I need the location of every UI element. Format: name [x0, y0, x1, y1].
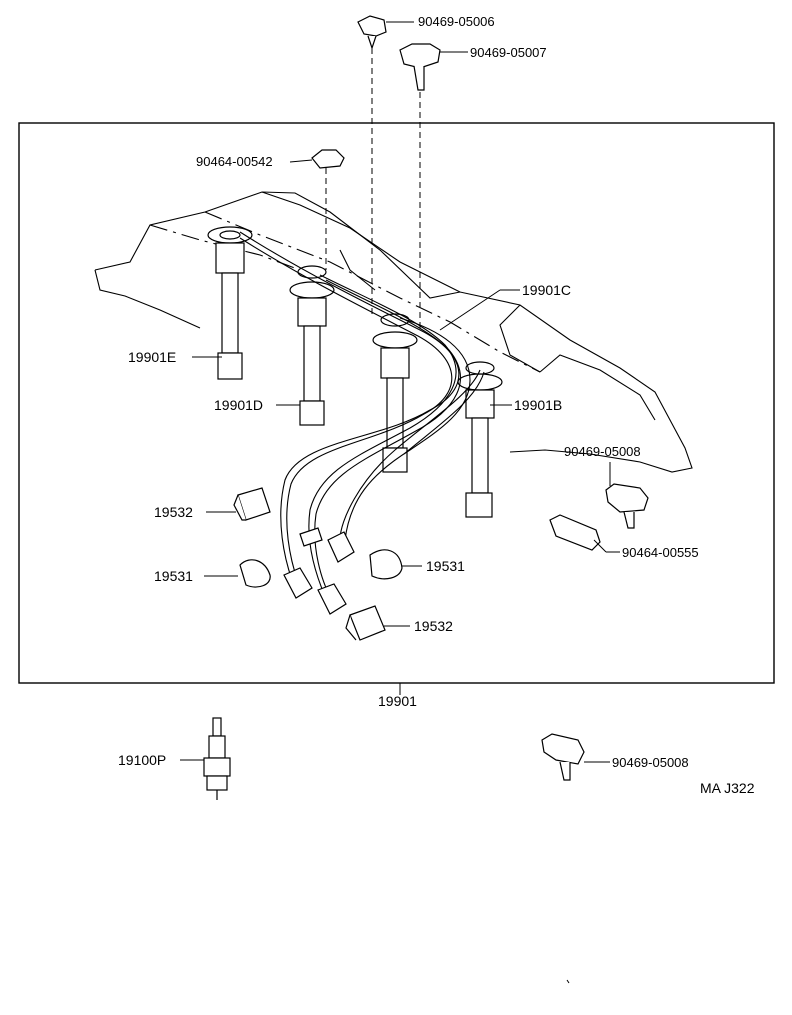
boot-19531-left: [239, 559, 271, 588]
spark-plug: [203, 717, 231, 800]
cord-c-tube: [372, 313, 418, 473]
callout-boot-lower-left: 19531: [154, 568, 193, 584]
callout-clamp-right-1: 90469-05008: [564, 444, 641, 459]
clamp-inner: [311, 149, 345, 169]
assembly-frame: [18, 122, 775, 684]
callout-boot-upper-left: 19532: [154, 504, 193, 520]
scan-speck: [566, 979, 570, 984]
clamp-right-2: [549, 514, 601, 551]
callout-boot-right: 19531: [426, 558, 465, 574]
cord-b-tube: [457, 361, 503, 518]
callout-boot-lower-right: 19532: [414, 618, 453, 634]
callout-clamp-bottom: 90469-05008: [612, 755, 689, 770]
clamp-right-1: [605, 483, 649, 529]
clamp-top-2: [399, 43, 441, 91]
cord-d-tube: [289, 265, 335, 426]
callout-leaders: [180, 21, 620, 763]
cord-bundle: [239, 231, 485, 599]
callout-clamp-top-1: 90469-05006: [418, 14, 495, 29]
reference-code: MA J322: [700, 780, 755, 796]
callout-cord-c: 19901C: [522, 282, 571, 298]
cord-e-tube: [207, 226, 253, 380]
cord-plug-boots: [283, 527, 355, 615]
boot-19532-lower: [345, 605, 386, 641]
callout-clamp-top-2: 90469-05007: [470, 45, 547, 60]
clamp-bottom: [541, 733, 585, 781]
callout-clamp-right-2: 90464-00555: [622, 545, 699, 560]
callout-spark-plug: 19100P: [118, 752, 166, 768]
dashed-leaders: [325, 48, 421, 330]
callout-cord-d: 19901D: [214, 397, 263, 413]
clamp-top-1: [357, 15, 387, 50]
callout-clamp-inner: 90464-00542: [196, 154, 273, 169]
boot-19532-upper: [233, 487, 271, 521]
callout-cord-b: 19901B: [514, 397, 562, 413]
callout-cord-e: 19901E: [128, 349, 176, 365]
boot-19531-right: [369, 549, 403, 580]
callout-cord-set: 19901: [378, 693, 417, 709]
